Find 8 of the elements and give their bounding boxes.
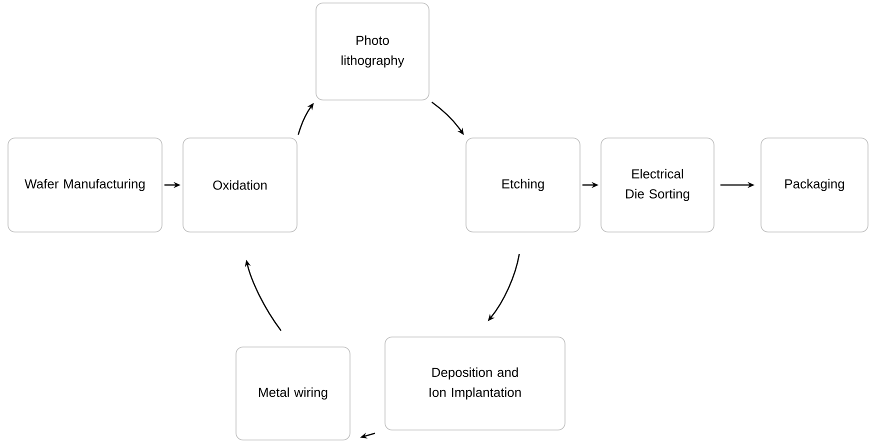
process-box: Packaging xyxy=(760,138,868,232)
process-box: Metal wiring xyxy=(236,346,350,440)
process-box: Deposition and Ion Implantation xyxy=(384,336,566,430)
process-box: Etching xyxy=(466,138,580,232)
process-box: Photo lithography xyxy=(316,2,430,100)
process-box: Wafer Manufacturing xyxy=(8,138,162,232)
process-box: Electrical Die Sorting xyxy=(600,138,714,232)
process-box: Oxidation xyxy=(182,138,298,232)
